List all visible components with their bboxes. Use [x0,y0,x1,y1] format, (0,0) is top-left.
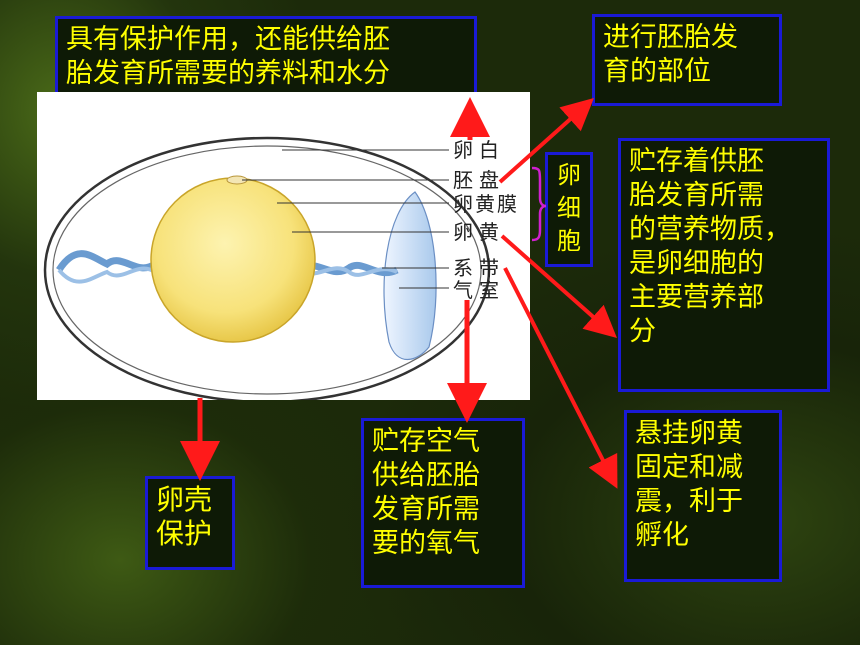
callout-germinal-disc: 进行胚胎发 育的部位 [592,14,782,106]
egg-diagram: 卵白 胚盘 卵黄膜 卵黄 系带 气室 [37,92,530,400]
air-cell [383,191,437,360]
callout-yolk: 贮存着供胚 胎发育所需 的营养物质， 是卵细胞的 主要营养部 分 [618,138,830,392]
arrow-yolk [500,234,617,338]
label-albumen: 卵白 [453,138,505,162]
egg-cell-bracket [531,166,547,242]
arrow-germinal-disc [498,98,594,184]
egg-illustration [43,136,491,400]
chalaza-left-twist [57,266,157,284]
label-air-cell: 气室 [453,278,505,302]
label-chalaza: 系带 [453,256,505,280]
shell-membrane [52,145,482,395]
label-germinal-disc: 胚盘 [453,168,505,192]
arrow-chalaza [503,267,618,489]
callout-air-cell: 贮存空气 供给胚胎 发育所需 要的氧气 [361,418,525,588]
callout-chalaza: 悬挂卵黄 固定和减 震，利于 孵化 [624,410,782,582]
label-yolk: 卵黄 [453,220,505,244]
egg-cell-label-box: 卵 细 胞 [545,152,593,267]
label-yolk-membrane: 卵黄膜 [453,192,519,216]
callout-shell: 卵壳 保护 [145,476,235,570]
